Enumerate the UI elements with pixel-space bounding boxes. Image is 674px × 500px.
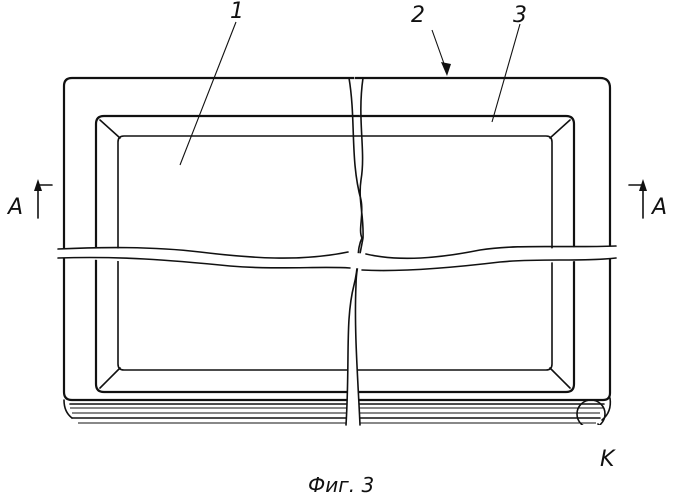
leader-arrow-2 — [441, 62, 451, 76]
label-part-1: 1 — [230, 0, 244, 24]
section-mark-right — [629, 179, 647, 218]
label-detail-k: K — [600, 447, 616, 472]
leader-line-3 — [492, 24, 520, 122]
horizontal-break-band — [58, 246, 616, 268]
label-section-left: A — [6, 195, 23, 220]
label-section-right: A — [650, 195, 667, 220]
label-part-3: 3 — [513, 3, 527, 28]
leader-line-1 — [180, 22, 236, 165]
section-mark-left — [34, 179, 52, 218]
figure-caption: Фиг. 3 — [308, 473, 374, 497]
label-part-2: 2 — [411, 3, 425, 28]
